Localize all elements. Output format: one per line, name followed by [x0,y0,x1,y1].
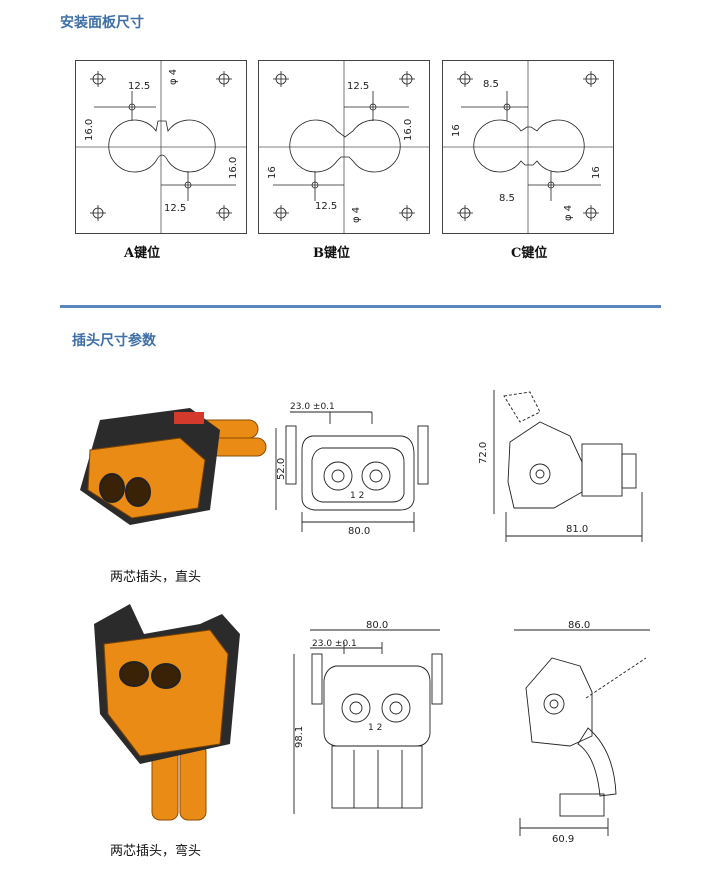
panel-drawing-a: 12.5 φ 4 16.0 16.0 12.5 [75,60,247,234]
straight-side-width: 81.0 [566,524,588,535]
bent-front-pitch: 23.0 ±0.1 [312,639,357,649]
panel-a-dim-e: 12.5 [164,203,186,214]
panel-a-dim-b: φ 4 [168,69,179,85]
panel-a-dim-d: 16.0 [228,157,239,179]
panel-c-dim-a: 8.5 [483,79,499,90]
panel-b-dim-c: 16 [267,166,278,179]
straight-front-height: 52.0 [276,458,287,480]
panel-dimensions-heading: 安装面板尺寸 [60,15,144,31]
panel-c-dim-b: 16 [451,124,462,137]
panel-c-label: C键位 [511,246,548,261]
section-divider [60,305,661,308]
bent-side-bottom: 60.9 [552,834,574,844]
panel-drawing-b: 12.5 16.0 16 12.5 φ 4 [258,60,430,234]
straight-plug-side-view: 72.0 81.0 [470,382,660,546]
straight-front-width: 80.0 [348,526,370,537]
bent-front-pins: 1 2 [368,723,382,733]
bent-plug-caption: 两芯插头，弯头 [110,844,202,859]
panel-c-dim-e: φ 4 [563,205,574,221]
panel-c-dim-c: 16 [591,166,602,179]
panel-b-dim-a: 12.5 [347,81,369,92]
panel-a-label: A键位 [124,246,161,261]
plug-dimensions-heading: 插头尺寸参数 [72,333,156,349]
straight-plug-render [70,390,270,540]
straight-plug-caption: 两芯插头，直头 [110,570,202,585]
bent-front-height: 98.1 [294,726,305,748]
panel-b-dim-d: 12.5 [315,201,337,212]
bent-plug-render [70,594,260,834]
panel-b-dim-e: φ 4 [351,207,362,223]
panel-b-dim-b: 16.0 [403,119,414,141]
panel-b-label: B键位 [313,246,350,261]
panel-a-dim-a: 12.5 [128,81,150,92]
bent-plug-side-view: 86.0 60.9 [496,618,666,845]
bent-plug-front-view: 80.0 23.0 ±0.1 98.1 1 2 [282,618,452,828]
straight-side-height: 72.0 [478,442,489,464]
panel-c-dim-d: 8.5 [499,193,515,204]
straight-front-pitch: 23.0 ±0.1 [290,402,335,412]
panel-drawing-c: 8.5 16 16 8.5 φ 4 [442,60,614,234]
panel-a-dim-c: 16.0 [84,119,95,141]
straight-front-pins: 1 2 [350,491,364,501]
bent-front-width: 80.0 [366,620,388,631]
bent-side-width: 86.0 [568,620,590,631]
straight-plug-front-view: 23.0 ±0.1 52.0 80.0 1 2 [272,398,442,544]
